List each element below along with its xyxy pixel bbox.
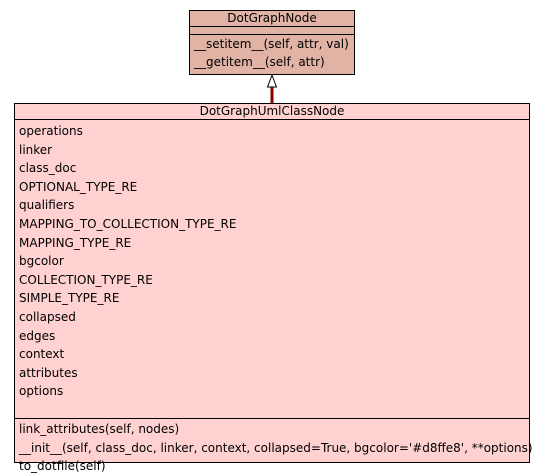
attribute-item: edges: [19, 328, 56, 343]
method-setitem: __setitem__(self, attr, val): [194, 37, 349, 51]
derived-class-methods: link_attributes(self, nodes) __init__(se…: [15, 419, 533, 476]
method-getitem: __getitem__(self, attr): [194, 55, 325, 69]
attribute-item: linker: [19, 142, 53, 157]
base-class-methods: __setitem__(self, attr, val) __getitem__…: [190, 35, 354, 71]
method-item: link_attributes(self, nodes): [19, 422, 180, 436]
derived-class-title: DotGraphUmlClassNode: [15, 104, 529, 120]
inheritance-arrowhead: [266, 73, 278, 88]
attribute-item: operations: [19, 124, 83, 138]
attribute-item: bgcolor: [19, 254, 64, 269]
derived-class-node: DotGraphUmlClassNode operations linker c…: [14, 103, 533, 473]
attribute-item: class_doc: [19, 161, 77, 176]
attribute-item: collapsed: [19, 309, 76, 324]
attribute-item: context: [19, 347, 65, 362]
attribute-item: options: [19, 384, 64, 399]
attribute-item: OPTIONAL_TYPE_RE: [19, 179, 138, 194]
attribute-item: SIMPLE_TYPE_RE: [19, 291, 120, 306]
base-class-attributes: [190, 27, 354, 35]
base-class-node: DotGraphNode __setitem__(self, attr, val…: [189, 10, 355, 75]
attribute-item: MAPPING_TO_COLLECTION_TYPE_RE: [19, 216, 237, 231]
derived-class-attributes: operations linker class_doc OPTIONAL_TYP…: [15, 120, 529, 419]
attribute-item: attributes: [19, 365, 78, 380]
attribute-item: MAPPING_TYPE_RE: [19, 235, 132, 250]
attribute-item: COLLECTION_TYPE_RE: [19, 272, 153, 287]
method-item: to_dotfile(self): [19, 459, 106, 474]
base-class-title: DotGraphNode: [190, 11, 354, 27]
attribute-item: qualifiers: [19, 198, 75, 213]
method-item: __init__(self, class_doc, linker, contex…: [19, 440, 533, 455]
